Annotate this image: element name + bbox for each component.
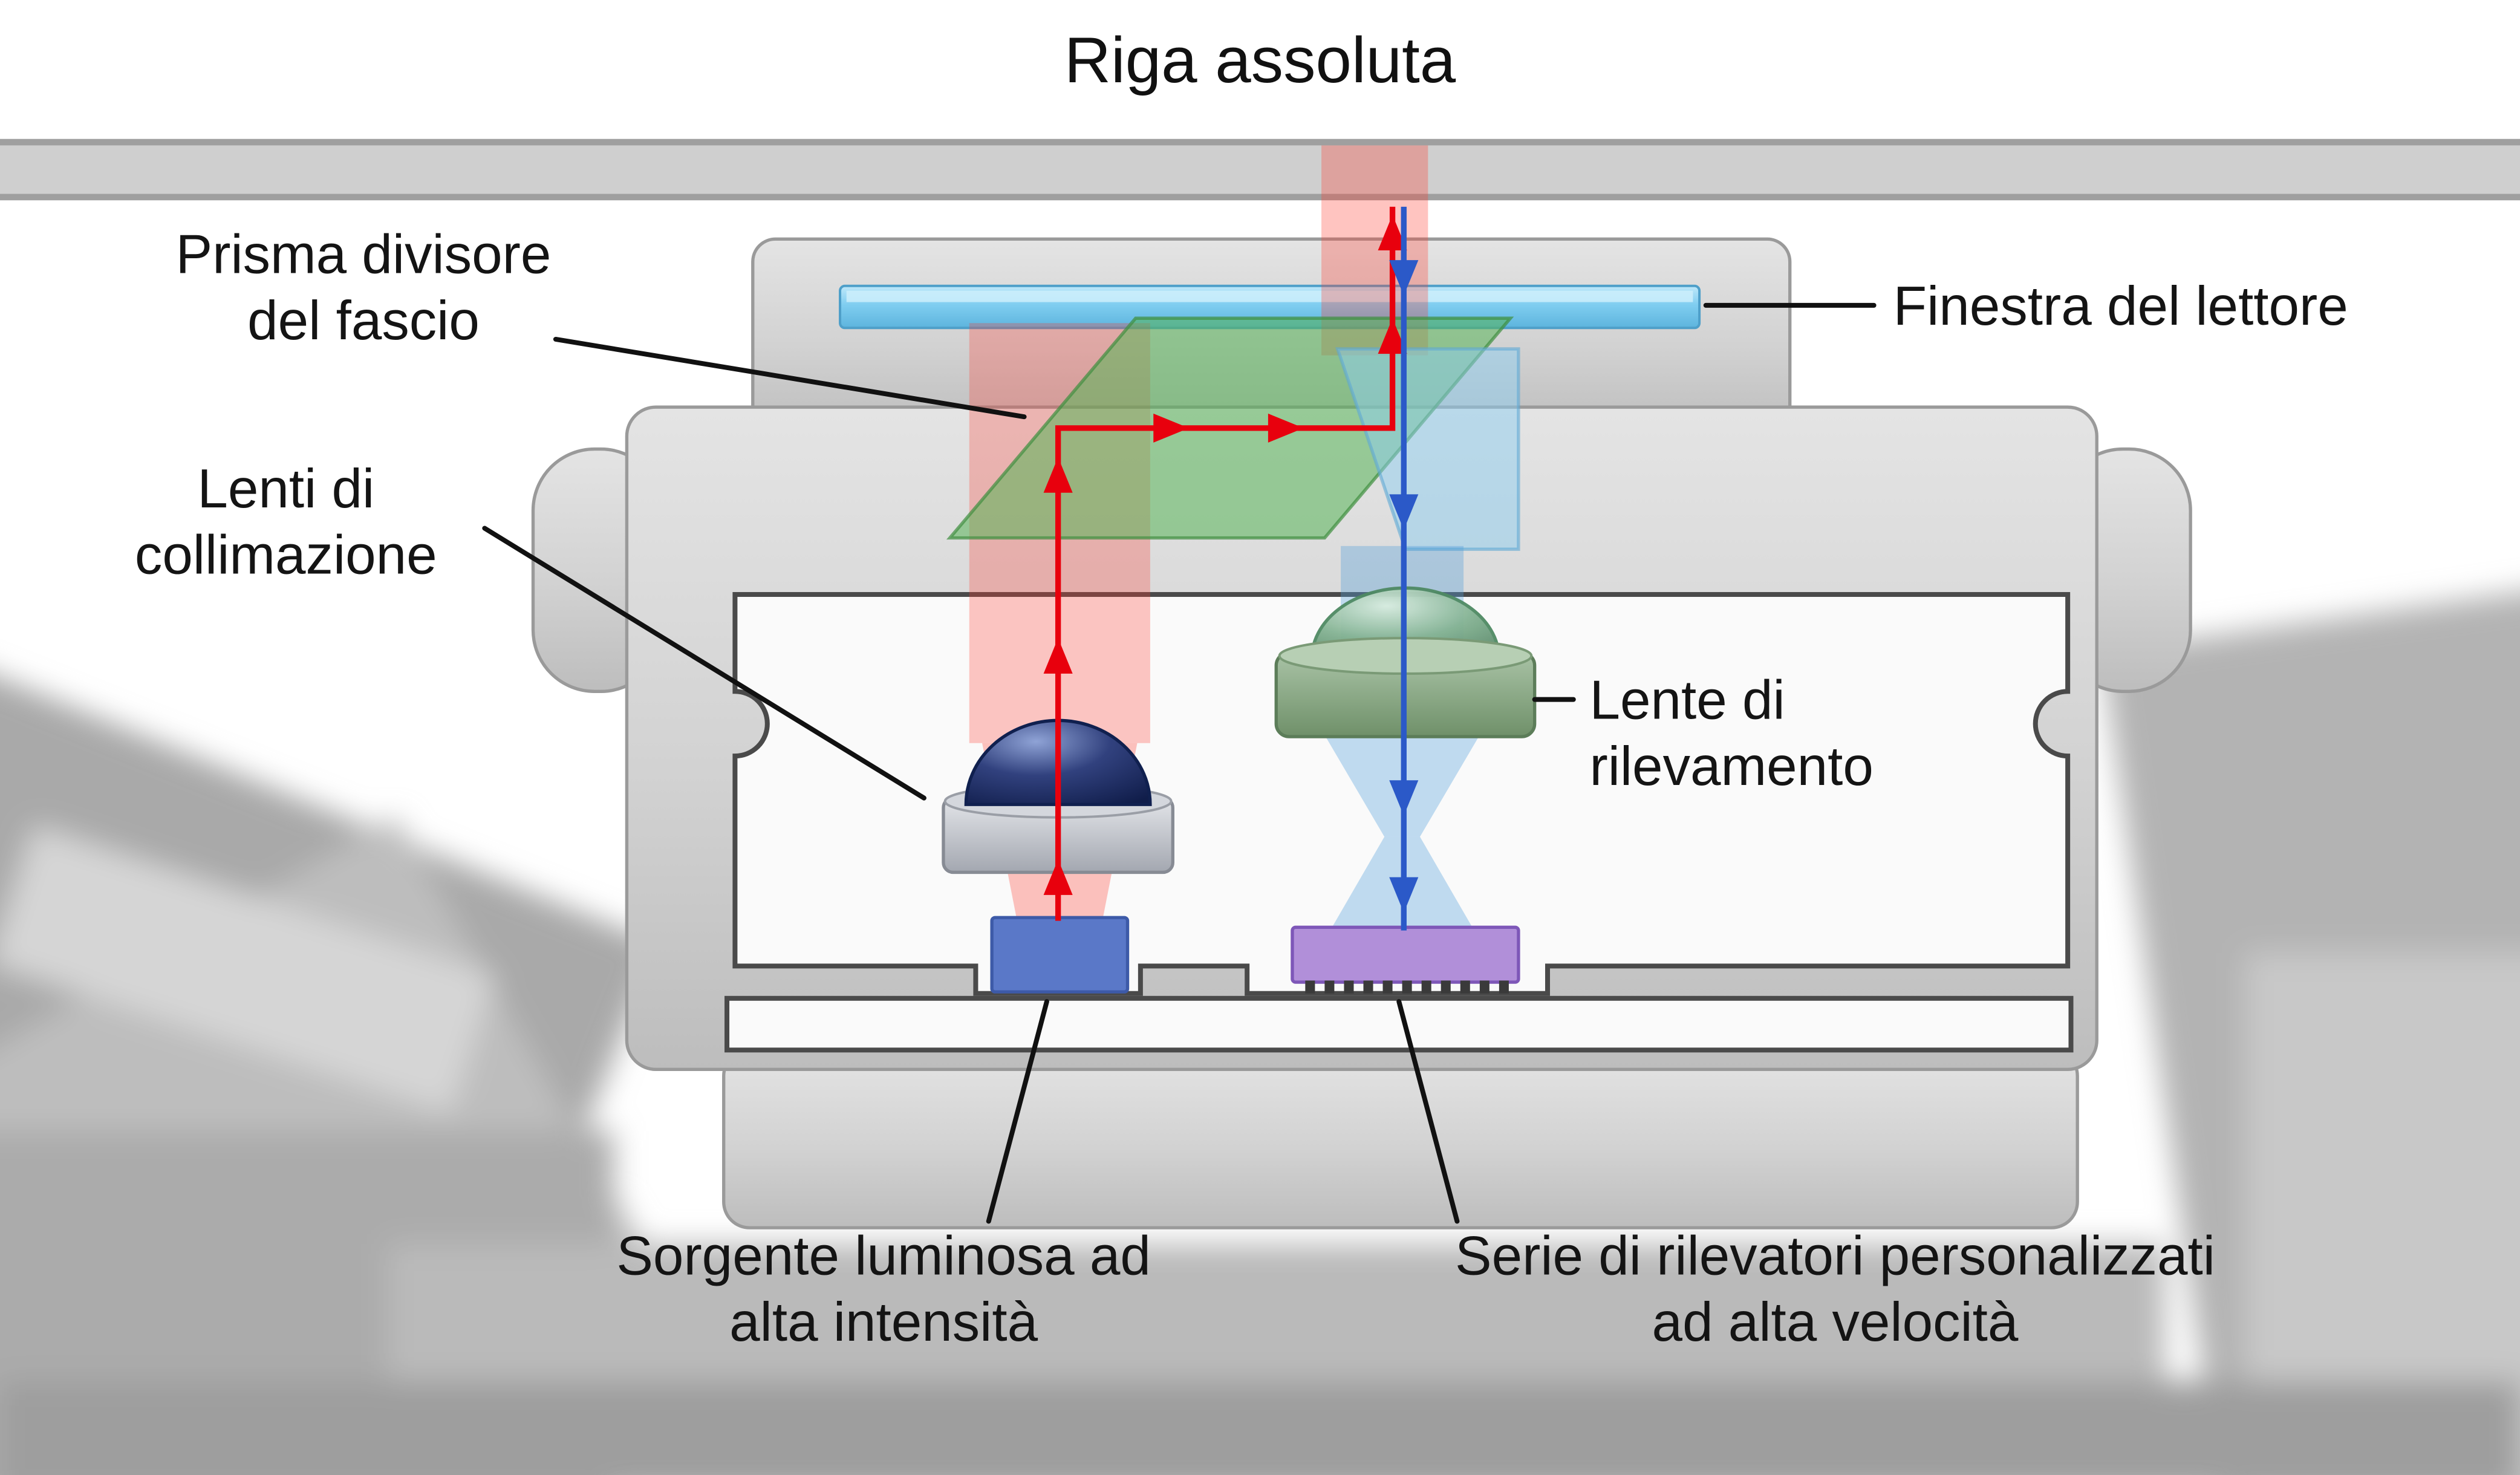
background-machine-parts: [0, 576, 2520, 1475]
body-base: [722, 1048, 2079, 1229]
label-line: Prisma divisore: [175, 224, 552, 286]
red-arrow-up: [1043, 859, 1073, 895]
label-line: Serie di rilevatori personalizzati: [1455, 1226, 2215, 1288]
label-collimation-lenses: Lenti di collimazione: [84, 457, 488, 589]
red-beam-path: [1043, 206, 1407, 921]
label-line: Finestra del lettore: [1893, 276, 2348, 338]
red-arrow-up: [1378, 215, 1407, 251]
red-arrow-right: [1153, 413, 1190, 443]
leader-light-source: [986, 999, 1049, 1224]
blue-arrow-down: [1389, 780, 1419, 816]
label-line: rilevamento: [1589, 736, 1874, 798]
label-line: alta intensità: [729, 1292, 1038, 1353]
absolute-scale-bar: [0, 138, 2520, 201]
detector-array: [1291, 925, 1520, 994]
label-detection-lens: Lente di rilevamento: [1589, 669, 2042, 801]
label-line: collimazione: [134, 524, 437, 587]
red-arrow-right: [1268, 413, 1304, 443]
leader-collimation: [482, 526, 926, 801]
label-line: Lente di: [1589, 670, 1785, 732]
label-line: ad alta velocità: [1652, 1292, 2019, 1353]
red-arrow-up: [1043, 638, 1073, 674]
blue-arrow-down: [1389, 877, 1419, 913]
leader-detector-array: [1396, 999, 1460, 1224]
light-source: [990, 916, 1130, 994]
red-arrow-up: [1043, 457, 1073, 493]
label-reader-window: Finestra del lettore: [1893, 275, 2507, 340]
red-arrow-up: [1378, 318, 1407, 354]
label-line: Sorgente luminosa ad: [616, 1226, 1151, 1288]
label-line: Lenti di: [197, 458, 375, 521]
diagram-title: Riga assoluta: [1064, 25, 1456, 97]
label-beam-splitter-prism: Prisma divisore del fascio: [113, 223, 614, 355]
blue-beam-path: [1389, 206, 1419, 931]
label-light-source: Sorgente luminosa ad alta intensità: [520, 1225, 1247, 1356]
label-line: del fascio: [247, 290, 480, 352]
blue-arrow-down: [1389, 494, 1419, 530]
label-detector-array: Serie di rilevatori personalizzati ad al…: [1312, 1225, 2359, 1356]
reflector-prism: [1335, 347, 1520, 551]
leader-beam-splitter: [553, 336, 1027, 420]
leader-lines: [482, 302, 1877, 1224]
blue-arrow-down: [1389, 260, 1419, 296]
